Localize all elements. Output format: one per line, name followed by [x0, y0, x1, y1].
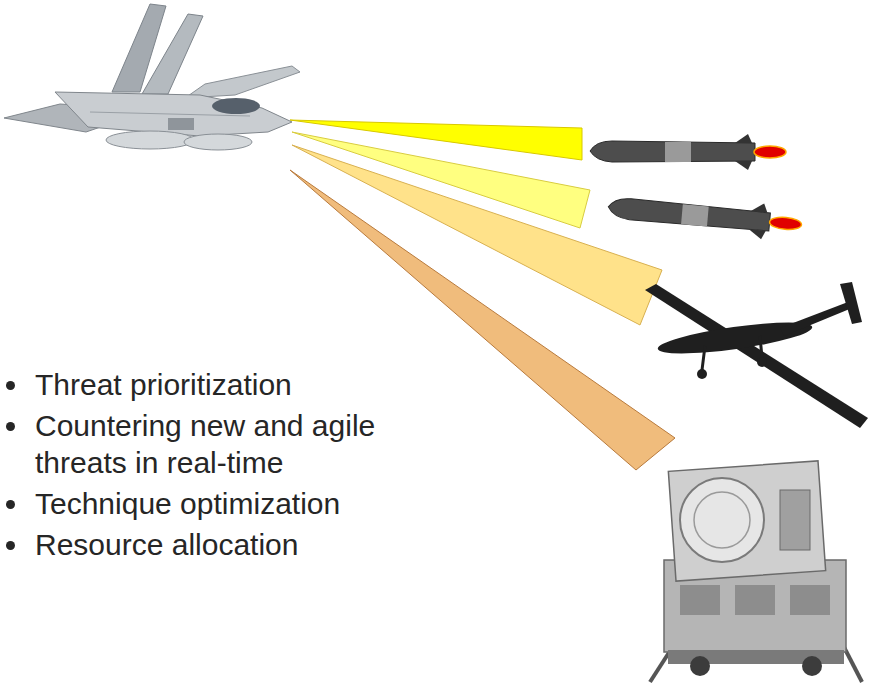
missile [590, 134, 786, 170]
bullet-text: Threat prioritization [35, 366, 430, 403]
drone [645, 282, 868, 428]
bullet-text: Countering new and agile threats in real… [35, 407, 430, 481]
fighter-jet [4, 4, 300, 150]
bullet-item: Resource allocation [6, 526, 466, 563]
missile [607, 190, 803, 243]
bullet-dot [6, 500, 15, 509]
bullet-dot [6, 381, 15, 390]
radar-truck [650, 461, 862, 682]
bullet-dot [6, 422, 15, 431]
bullet-item: Technique optimization [6, 485, 466, 522]
beam [292, 145, 662, 325]
bullet-item: Threat prioritization [6, 366, 466, 403]
bullet-dot [6, 541, 15, 550]
bullet-text: Resource allocation [35, 526, 430, 563]
bullet-text: Technique optimization [35, 485, 430, 522]
bullet-item: Countering new and agile threats in real… [6, 407, 466, 481]
bullet-list: Threat prioritizationCountering new and … [6, 366, 466, 567]
